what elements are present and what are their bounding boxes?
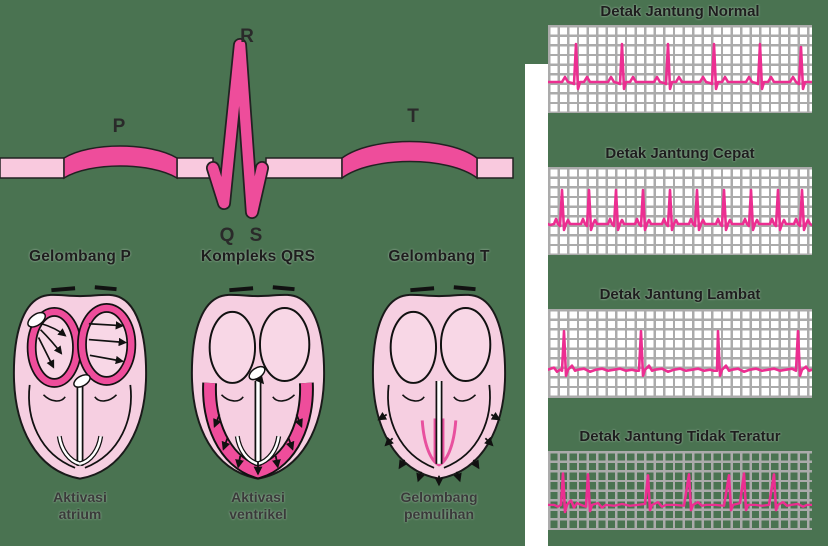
rhythm-trace-lambat [548, 329, 812, 378]
right-atrium [258, 306, 311, 382]
left-atrium [389, 310, 438, 384]
ecg-baseline-band [0, 157, 514, 179]
t-wave-segment [341, 140, 478, 180]
valve [220, 394, 244, 402]
sa-node [27, 311, 46, 328]
p-wave-label: P [113, 116, 126, 137]
atrial-impulse-arrows [37, 321, 128, 369]
rhythm-grid-lambat [548, 309, 812, 398]
heart-title-gelombang-t: Gelombang T [388, 248, 490, 265]
rhythm-grid-tidak-teratur [548, 451, 812, 530]
valve [42, 394, 66, 402]
qrs-segment [206, 38, 269, 219]
conduction-bundle [56, 380, 104, 467]
right-atrium [439, 306, 492, 382]
rhythm-grid-cepat [548, 167, 812, 255]
heart-caption-ventricular-activation: Aktivasi ventrikel [229, 489, 287, 522]
strip-title-tidak-teratur: Detak Jantung Tidak Teratur [579, 428, 781, 445]
r-wave-label: R [240, 26, 254, 47]
heart-panel-gelombang-p: Gelombang P [0, 248, 160, 546]
pqrst-waveform-diagram: R P T Q S [0, 26, 514, 246]
strip-title-normal: Detak Jantung Normal [600, 3, 760, 20]
heart-title-kompleks-qrs: Kompleks QRS [200, 248, 316, 265]
rhythm-trace-normal [548, 42, 812, 91]
av-node [73, 374, 91, 388]
strip-title-lambat: Detak Jantung Lambat [599, 286, 761, 303]
heart-diagram-qrs-complex [190, 285, 326, 480]
s-wave-label: S [250, 225, 263, 246]
left-atrium [208, 310, 257, 384]
recovery-arrows [377, 411, 501, 487]
heart-panel-gelombang-t: Gelombang T [360, 248, 518, 546]
valve [272, 394, 296, 402]
vessel-mark [51, 286, 76, 293]
rhythm-trace-cepat [548, 188, 812, 232]
p-wave-segment [63, 145, 178, 180]
vessel-mark [453, 285, 476, 292]
valve [94, 394, 118, 402]
recovery-highlight [420, 418, 458, 467]
vessel-mark [94, 285, 117, 292]
strip-title-cepat: Detak Jantung Cepat [605, 145, 755, 162]
rhythm-grid-normal [548, 25, 812, 113]
heart-panel-kompleks-qrs: Kompleks QRS [178, 248, 338, 546]
vessel-mark [229, 286, 254, 293]
t-wave-label: T [407, 106, 419, 127]
heart-caption-atrial-activation: Aktivasi atrium [53, 489, 107, 522]
vessel-mark [272, 285, 295, 292]
rhythm-trace-tidak-teratur [548, 472, 812, 514]
left-ventricle-wall [28, 384, 76, 469]
q-wave-label: Q [220, 225, 235, 246]
left-ventricle-wall [387, 384, 435, 469]
heart-title-gelombang-p: Gelombang P [28, 248, 132, 265]
right-ventricle-wall [443, 384, 491, 469]
conduction-bundle [234, 380, 282, 467]
heart-diagram-p-wave [12, 285, 148, 480]
valve [453, 394, 477, 402]
white-divider-strip [525, 64, 548, 546]
heart-caption-recovery-wave: Gelombang pemulihan [400, 489, 478, 522]
av-node [248, 365, 266, 381]
heart-diagram-t-wave [371, 285, 507, 487]
vessel-mark [410, 286, 435, 293]
valve [401, 394, 425, 402]
right-ventricle-wall [84, 384, 132, 469]
